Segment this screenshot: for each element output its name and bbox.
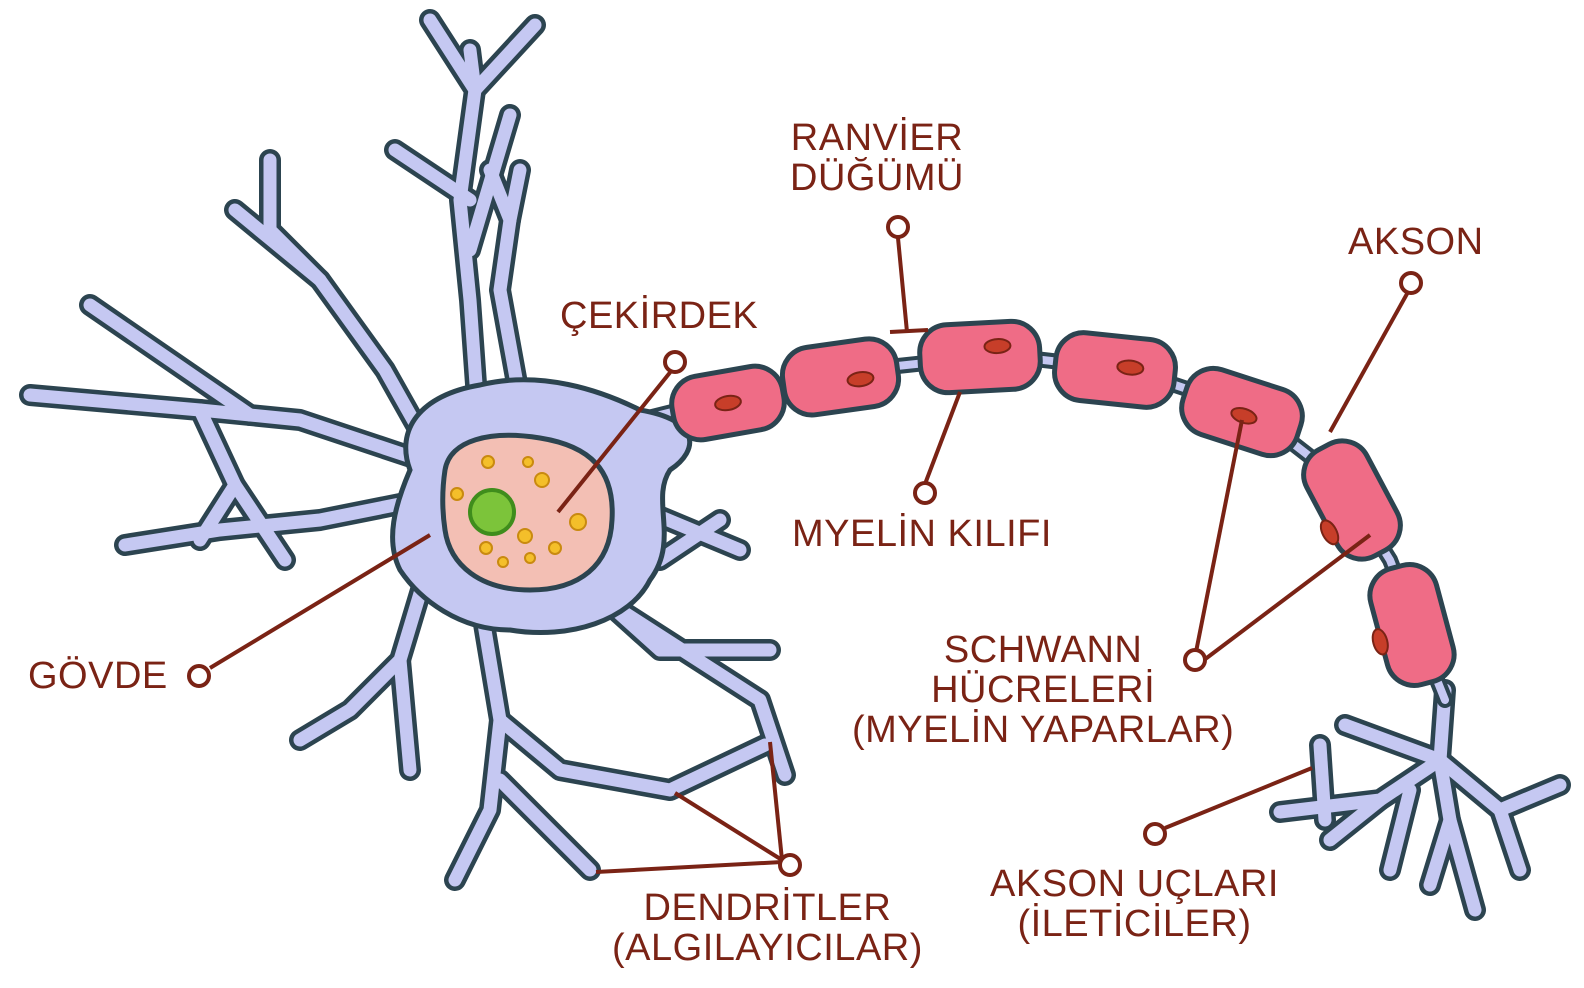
nucleolus (470, 490, 514, 534)
label-akson-uclari-line-1: AKSON UÇLARI (990, 864, 1279, 904)
label-cekirdek-text: ÇEKİRDEK (560, 296, 758, 336)
leader-schwann-1 (1196, 420, 1242, 652)
label-ranvier-line-2: DÜĞÜMÜ (790, 158, 964, 198)
label-dendritler-line-1: DENDRİTLER (612, 888, 923, 928)
label-schwann-line-1: SCHWANN (852, 630, 1234, 670)
schwann-cell-2 (779, 335, 902, 418)
leader-akson (1330, 292, 1408, 432)
label-schwann-line-3: (MYELİN YAPARLAR) (852, 710, 1234, 750)
label-dendritler-line-2: (ALGILAYICILAR) (612, 928, 923, 968)
label-schwann-line-2: HÜCRELERİ (852, 670, 1234, 710)
leader-myelin (925, 392, 960, 484)
label-govde-text: GÖVDE (28, 656, 168, 696)
label-govde: GÖVDE (28, 656, 168, 696)
leader-dendritler-3 (596, 862, 782, 872)
label-ranvier-line-1: RANVİER (790, 118, 964, 158)
label-ranvier: RANVİER DÜĞÜMÜ (790, 118, 964, 198)
schwann-cell-4 (1052, 330, 1178, 410)
leader-dendritler-2 (675, 793, 782, 860)
label-akson-text: AKSON (1348, 222, 1484, 262)
label-akson-uclari: AKSON UÇLARI (İLETİCİLER) (990, 864, 1279, 944)
label-myelin: MYELİN KILIFI (792, 514, 1052, 554)
label-myelin-text: MYELİN KILIFI (792, 514, 1052, 554)
schwann-cell-7 (1356, 558, 1460, 694)
leader-lines (210, 238, 1408, 872)
schwann-cell-5 (1174, 361, 1309, 463)
schwann-cell-1 (667, 362, 788, 444)
label-cekirdek: ÇEKİRDEK (560, 296, 758, 336)
label-akson: AKSON (1348, 222, 1484, 262)
label-schwann: SCHWANN HÜCRELERİ (MYELİN YAPARLAR) (852, 630, 1234, 750)
label-dendritler: DENDRİTLER (ALGILAYICILAR) (612, 888, 923, 968)
leader-ranvier (890, 238, 928, 332)
schwann-cell-3 (918, 320, 1041, 394)
label-akson-uclari-line-2: (İLETİCİLER) (990, 904, 1279, 944)
